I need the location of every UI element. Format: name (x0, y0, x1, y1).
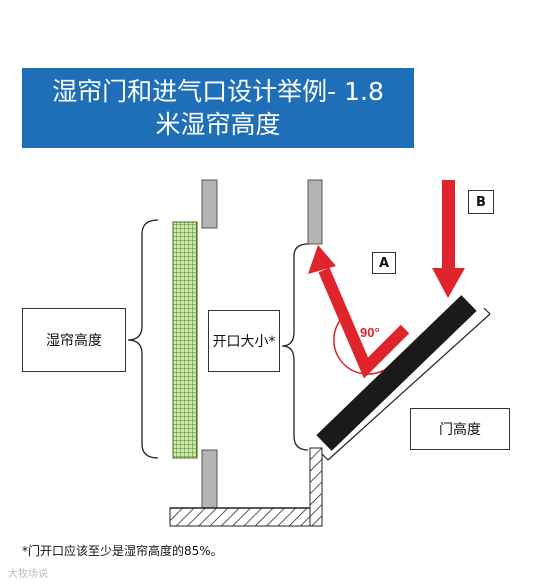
arrow-a-shaft (318, 267, 410, 379)
arrow-b-text: B (476, 194, 486, 210)
ground-hatch (169, 507, 311, 527)
door-panel (316, 295, 477, 451)
opening-size-label: 开口大小* (208, 310, 280, 372)
pad-height-brace (127, 219, 159, 459)
watermark: 大牧场说 (8, 569, 48, 580)
angle-label: 90° (360, 325, 380, 340)
door-height-text: 门高度 (439, 422, 481, 438)
arrow-b-head (432, 268, 465, 298)
arrow-b-shaft (442, 180, 455, 270)
door-height-bracket (321, 307, 491, 461)
pad-height-label: 湿帘高度 (22, 308, 126, 372)
cooling-pad (172, 221, 198, 459)
arrow-b-label: B (468, 190, 494, 214)
title-line-2: 米湿帘高度 (155, 110, 281, 139)
pad-height-text: 湿帘高度 (46, 333, 102, 349)
right-angle-arc (333, 317, 385, 375)
lower-post-left (201, 449, 218, 511)
upper-post-left (201, 179, 218, 229)
opening-size-text: 开口大小* (212, 334, 276, 350)
footnote: *门开口应该至少是湿帘高度的85%。 (22, 544, 223, 558)
arrow-a-label: A (372, 252, 396, 274)
title-line-1: 湿帘门和进气口设计举例- 1.8 (52, 77, 384, 106)
arrow-a-text: A (378, 255, 390, 271)
opening-size-brace (281, 243, 309, 451)
title-banner: 湿帘门和进气口设计举例- 1.8 米湿帘高度 (22, 68, 414, 148)
door-height-label: 门高度 (410, 408, 510, 450)
arrow-a-head (308, 245, 336, 274)
upper-post-right (307, 179, 323, 245)
wall-stub-hatch (309, 447, 323, 527)
